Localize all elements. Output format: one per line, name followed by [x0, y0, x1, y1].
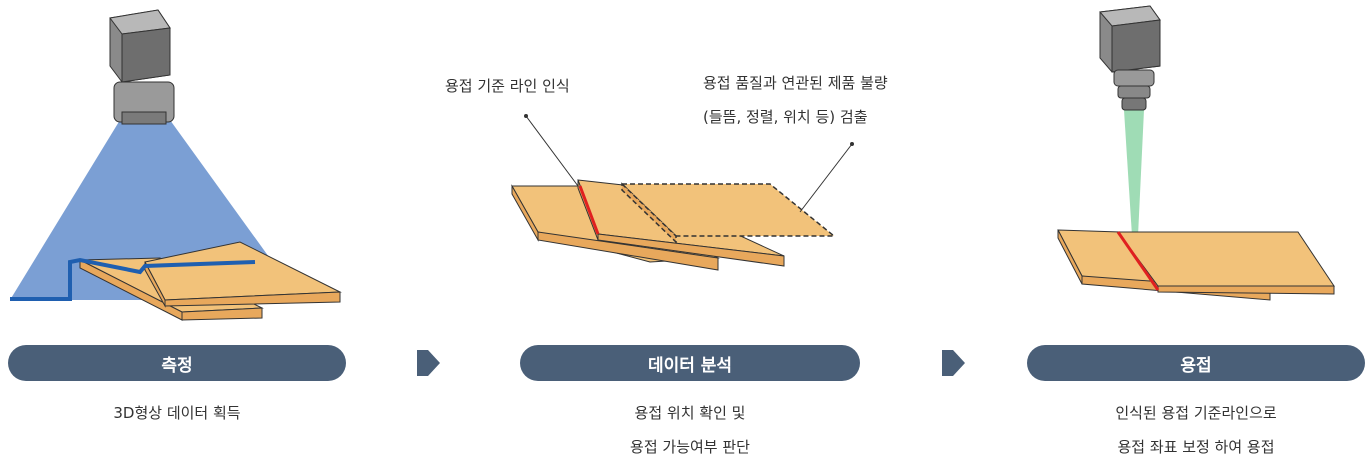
defect-plate-outline	[620, 183, 837, 237]
welding-scene	[1057, 5, 1335, 301]
camera-icon	[109, 9, 175, 125]
laser-beam	[1124, 110, 1144, 236]
desc-line: 인식된 용접 기준라인으로	[1115, 404, 1277, 422]
scan-profile-line	[10, 257, 256, 301]
defect-label-line2: (들뜸, 정렬, 위치 등) 검출	[703, 108, 868, 126]
weld-line	[1116, 231, 1160, 291]
laser-head-icon	[1099, 5, 1161, 111]
defect-label-line1: 용접 품질과 연관된 제품 불량	[703, 74, 888, 92]
step-title-welding: 용접	[1027, 345, 1365, 381]
step-desc-welding: 인식된 용접 기준라인으로 용접 좌표 보정 하여 용접	[1027, 396, 1365, 464]
desc-line: 용접 좌표 보정 하여 용접	[1117, 438, 1275, 456]
step-desc-analysis: 용접 위치 확인 및 용접 가능여부 판단	[520, 396, 860, 464]
weld-reference-line	[578, 185, 600, 235]
analysis-scene	[511, 114, 854, 271]
desc-line: 용접 위치 확인 및	[634, 404, 746, 422]
reference-line-label: 용접 기준 라인 인식	[445, 77, 570, 95]
step-title-analysis: 데이터 분석	[520, 345, 860, 381]
step-title-measurement: 측정	[8, 345, 346, 381]
step-desc-measurement: 3D형상 데이터 획득	[8, 396, 346, 430]
desc-line: 용접 가능여부 판단	[630, 438, 750, 456]
desc-line: 3D형상 데이터 획득	[113, 404, 241, 422]
step-arrow-icon	[417, 350, 440, 376]
measurement-scene	[10, 9, 342, 321]
step-arrow-icon	[942, 350, 965, 376]
